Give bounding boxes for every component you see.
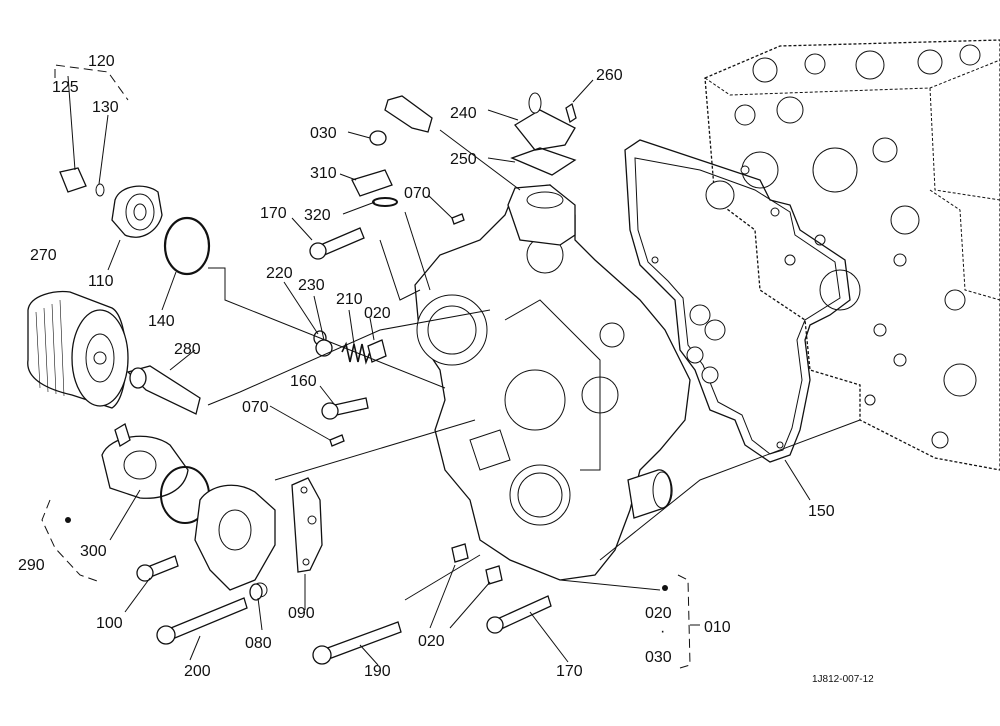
callout-220: 220 <box>266 265 293 282</box>
callout-320: 320 <box>304 207 331 224</box>
callout-170-upper: 170 <box>260 205 287 222</box>
callout-230: 230 <box>298 277 325 294</box>
callout-190: 190 <box>364 663 391 680</box>
oil-pump-cover <box>194 484 276 598</box>
callout-200: 200 <box>184 663 211 680</box>
callout-020-upper: 020 <box>364 305 391 322</box>
callout-080: 080 <box>245 635 272 652</box>
gear-case <box>414 184 691 581</box>
pipe-280 <box>126 365 201 415</box>
callout-010: 010 <box>704 619 731 636</box>
callout-270: 270 <box>30 247 57 264</box>
callout-130: 130 <box>92 99 119 116</box>
oil-filter-bracket-110 <box>59 167 211 276</box>
callout-160: 160 <box>290 373 317 390</box>
oil-filter-270 <box>27 290 129 409</box>
oil-cooler-300 <box>101 423 210 524</box>
group-brackets <box>41 64 700 669</box>
callout-090: 090 <box>288 605 315 622</box>
callout-120: 120 <box>88 53 115 70</box>
callout-070-lower: 070 <box>242 399 269 416</box>
callout-290: 290 <box>18 557 45 574</box>
callout-110: 110 <box>88 273 114 290</box>
callout-300: 300 <box>80 543 107 560</box>
callout-310: 310 <box>310 165 337 182</box>
callout-125: 125 <box>52 79 79 96</box>
callout-240: 240 <box>450 105 477 122</box>
callout-030-upper: 030 <box>310 125 337 142</box>
callout-070-upper: 070 <box>404 185 431 202</box>
callout-150: 150 <box>808 503 835 520</box>
callout-labels: 120 125 130 110 140 270 280 290 300 100 … <box>18 53 874 685</box>
drawing-reference: 1J812-007-12 <box>812 674 874 685</box>
callout-100: 100 <box>96 615 123 632</box>
gasket-150 <box>624 139 851 463</box>
callout-020-group: 020 <box>645 605 672 622</box>
callout-210: 210 <box>336 291 363 308</box>
gasket-090 <box>291 477 323 573</box>
callout-020-lower: 020 <box>418 633 445 650</box>
callout-260: 260 <box>596 67 623 84</box>
callout-140: 140 <box>148 313 175 330</box>
bolts <box>136 102 577 665</box>
cylinder-block <box>704 39 1000 471</box>
group-separator: · <box>660 623 665 640</box>
leader-lines <box>67 75 861 666</box>
callout-030-group: 030 <box>645 649 672 666</box>
callout-280: 280 <box>174 341 201 358</box>
callout-170-lower: 170 <box>556 663 583 680</box>
callout-250: 250 <box>450 151 477 168</box>
